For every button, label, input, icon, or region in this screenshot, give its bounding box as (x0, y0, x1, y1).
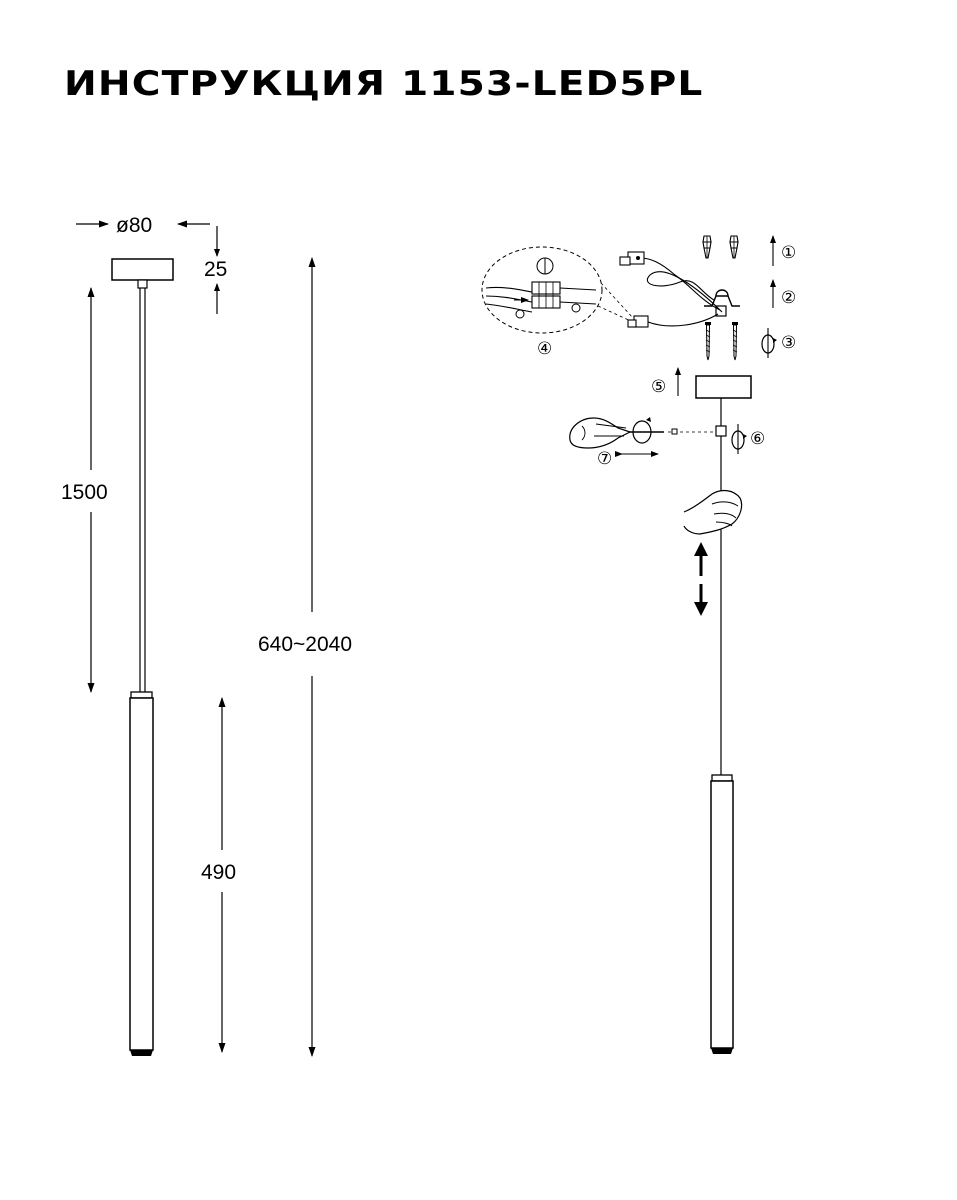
body-length-dimension: 490 (201, 697, 236, 1053)
step-6-label: ⑥ (750, 429, 765, 449)
hand-icon (683, 489, 743, 535)
step-1-label: ① (781, 243, 796, 263)
step-7-label: ⑦ (597, 449, 612, 469)
rotate-arrow-icon (628, 417, 664, 444)
total-height-label: 640~2040 (258, 633, 352, 656)
lamp-body (129, 697, 154, 1051)
lamp-lens (711, 1048, 733, 1054)
lamp-body (710, 780, 734, 1049)
canopy (695, 375, 752, 399)
diameter-dimension: ø80 (76, 214, 210, 237)
canopy-height-label: 25 (204, 258, 227, 281)
total-height-dimension: 640~2040 (258, 257, 352, 1057)
terminal-block-icon (481, 246, 634, 334)
hand-icon (569, 417, 632, 449)
diameter-label: ø80 (116, 214, 152, 237)
canopy (111, 258, 174, 281)
arrow-up-icon (694, 542, 708, 576)
cable-length-label: 1500 (61, 481, 108, 504)
step-4-label: ④ (537, 339, 552, 359)
wires (619, 251, 723, 328)
step-3-label: ③ (781, 333, 796, 353)
dimension-drawing: ø80 25 1500 490 (61, 214, 352, 1057)
page-title: ИНСТРУКЦИЯ 1153-LED5PL (64, 64, 704, 104)
rotate-arrow-icon (761, 328, 777, 358)
wall-plug-icon (702, 235, 739, 259)
cable-length-dimension: 1500 (61, 287, 108, 693)
tube-cap (130, 691, 153, 699)
cable-lock (715, 425, 727, 437)
lamp-lens (130, 1050, 153, 1056)
arrow-down-icon (694, 584, 708, 616)
canopy-fitting (137, 279, 148, 289)
canopy-height-dimension: 25 (204, 226, 227, 314)
body-length-label: 490 (201, 861, 236, 884)
rotate-arrow-icon (731, 424, 747, 454)
screw-icon (705, 322, 738, 361)
step-2-label: ② (781, 288, 796, 308)
tube-cap (711, 774, 733, 782)
step-5-label: ⑤ (651, 377, 666, 397)
installation-drawing: ① ② ③ (481, 235, 796, 1054)
